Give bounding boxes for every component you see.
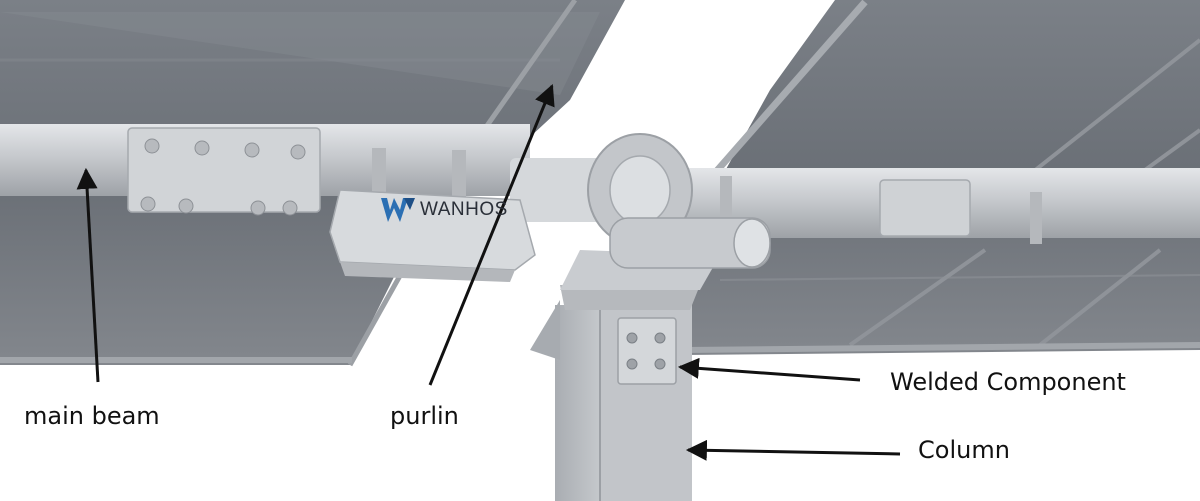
label-main-beam: main beam [24, 402, 160, 430]
arrow-column [685, 439, 901, 461]
arrow-main-beam [76, 167, 100, 383]
brand-name: WANHOS [420, 199, 508, 220]
arrow-purlin [428, 84, 555, 386]
arrow-welded-component [677, 357, 861, 382]
label-purlin: purlin [390, 402, 459, 430]
label-column: Column [918, 436, 1010, 464]
label-welded-component: Welded Component [890, 368, 1126, 396]
w-logo-icon [381, 198, 415, 222]
brand-mark: WANHOS [380, 196, 508, 224]
annotation-arrows [76, 84, 901, 461]
slew-drive [510, 133, 1200, 269]
